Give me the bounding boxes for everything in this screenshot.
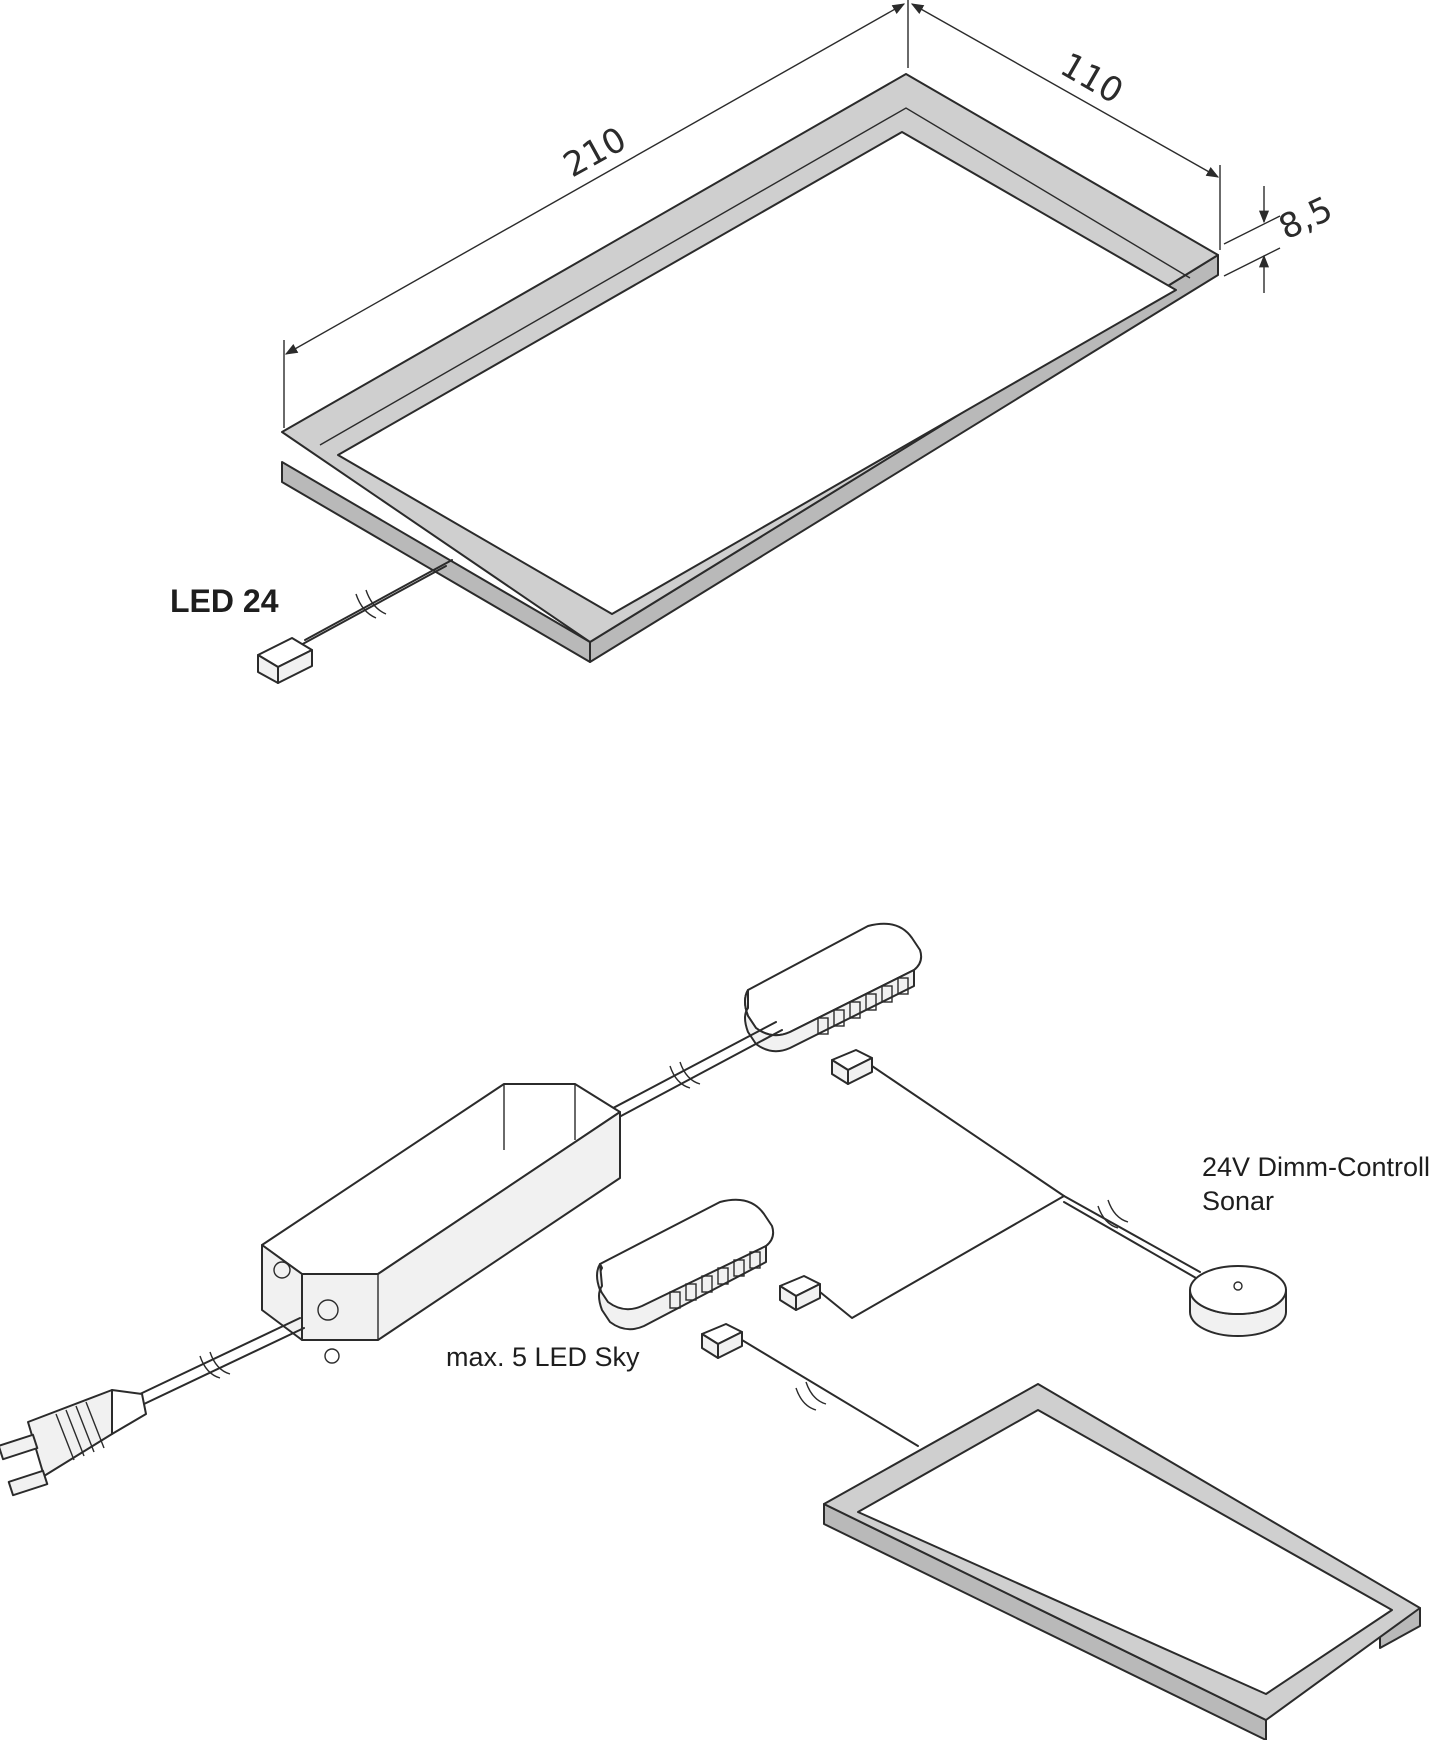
dimension-length: 210 — [557, 119, 633, 185]
sonar-sensor-icon — [1189, 1265, 1287, 1337]
led-panel-bottom — [823, 1383, 1421, 1740]
plug-icon — [0, 1389, 147, 1497]
dimension-height: 8,5 — [1273, 189, 1339, 248]
dimension-width: 110 — [1054, 45, 1130, 112]
dimension-lines — [283, 0, 1281, 428]
led-24-cable — [257, 559, 453, 684]
controller-label-line2: Sonar — [1202, 1186, 1274, 1216]
connector-icon — [257, 637, 313, 684]
cable-distributor-panel — [701, 1323, 919, 1447]
controller-wiring — [779, 1049, 1201, 1319]
transformer — [261, 1083, 621, 1364]
distributor-ports — [817, 977, 909, 1035]
max-led-label: max. 5 LED Sky — [446, 1342, 640, 1372]
led-panel-top — [281, 73, 1219, 663]
distributor-lower — [596, 1198, 775, 1331]
mains-cable — [139, 1317, 305, 1405]
cable-transformer-distributor — [597, 1021, 783, 1125]
led-24-label: LED 24 — [170, 583, 279, 619]
controller-label-line1: 24V Dimm-Controller — [1202, 1152, 1430, 1182]
distributor-upper — [744, 922, 923, 1053]
distributor-lower-ports — [669, 1251, 761, 1309]
